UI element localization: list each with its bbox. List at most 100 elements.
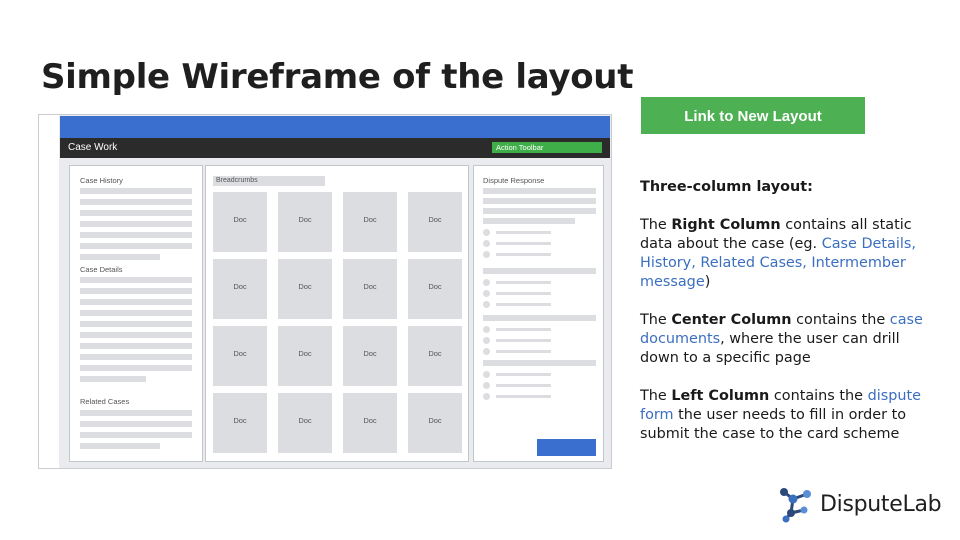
placeholder-line [80, 232, 192, 238]
placeholder-line [80, 321, 192, 327]
radio-placeholder [483, 371, 490, 378]
slide-title: Simple Wireframe of the layout [41, 57, 634, 97]
doc-label: Doc [298, 416, 312, 425]
doc-thumbnail: Doc [343, 326, 397, 386]
doc-label: Doc [233, 349, 247, 358]
placeholder-line [496, 242, 551, 245]
placeholder-line [496, 281, 551, 284]
doc-label: Doc [428, 416, 442, 425]
doc-thumbnail: Doc [343, 259, 397, 319]
right-column-description: The Right Column contains all static dat… [640, 216, 940, 292]
placeholder-line [496, 373, 551, 376]
placeholder-line [483, 218, 575, 224]
placeholder-line [496, 253, 551, 256]
dispute-form-link[interactable]: dispute form [640, 388, 921, 423]
placeholder-line [80, 188, 192, 194]
text: contains all static data about the case … [640, 217, 912, 252]
doc-thumbnail: Doc [408, 326, 462, 386]
doc-thumbnail: Doc [278, 192, 332, 252]
wireframe-right-panel: Dispute Response [473, 165, 604, 462]
left-column-description: The Left Column contains the dispute for… [640, 387, 940, 444]
radio-placeholder [483, 251, 490, 258]
placeholder-line [80, 410, 192, 416]
radio-placeholder [483, 326, 490, 333]
placeholder-line [80, 443, 160, 449]
radio-placeholder [483, 348, 490, 355]
text: The [640, 388, 672, 404]
placeholder-line [80, 310, 192, 316]
placeholder-line [80, 421, 192, 427]
logo-wordmark: DisputeLab [820, 492, 942, 517]
doc-label: Doc [428, 215, 442, 224]
placeholder-line [80, 254, 160, 260]
wireframe-top-bar [60, 116, 610, 138]
doc-label: Doc [233, 416, 247, 425]
placeholder-line [80, 243, 192, 249]
description-heading: Three-column layout: [640, 179, 813, 195]
placeholder-line [483, 208, 596, 214]
wireframe-mockup: Case Work Action Toolbar Case History Ca… [38, 114, 612, 469]
radio-placeholder [483, 393, 490, 400]
doc-label: Doc [363, 282, 377, 291]
text: The [640, 217, 672, 233]
link-to-new-layout-button[interactable]: Link to New Layout [641, 97, 865, 134]
text: the user needs to fill in order to submi… [640, 407, 907, 442]
disputelab-logo: DisputeLab [777, 485, 942, 525]
doc-thumbnail: Doc [278, 393, 332, 453]
doc-thumbnail: Doc [343, 192, 397, 252]
right-column-link[interactable]: Case Details, History, Related Cases, In… [640, 236, 916, 290]
related-cases-heading: Related Cases [80, 397, 130, 406]
center-column-description: The Center Column contains the case docu… [640, 311, 940, 368]
radio-placeholder [483, 301, 490, 308]
dispute-response-heading: Dispute Response [483, 176, 545, 185]
doc-label: Doc [233, 215, 247, 224]
doc-thumbnail: Doc [343, 393, 397, 453]
doc-thumbnail: Doc [408, 393, 462, 453]
doc-thumbnail: Doc [213, 326, 267, 386]
molecule-network-icon [780, 488, 811, 523]
placeholder-line [80, 332, 192, 338]
doc-label: Doc [298, 215, 312, 224]
placeholder-line [80, 365, 192, 371]
placeholder-line [80, 221, 192, 227]
case-documents-link[interactable]: case documents [640, 312, 923, 347]
text: , where the user can drill down to a spe… [640, 331, 900, 366]
placeholder-line [496, 231, 551, 234]
placeholder-line [80, 210, 192, 216]
radio-placeholder [483, 229, 490, 236]
breadcrumbs-placeholder: Breadcrumbs [213, 176, 325, 186]
radio-placeholder [483, 290, 490, 297]
center-column-label: Center Column [671, 312, 792, 328]
submit-button-placeholder [537, 439, 596, 456]
wireframe-header-title: Case Work [68, 142, 118, 153]
placeholder-line [80, 277, 192, 283]
doc-label: Doc [363, 215, 377, 224]
right-column-label: Right Column [671, 217, 781, 233]
placeholder-line [496, 384, 551, 387]
placeholder-line [496, 328, 551, 331]
case-details-heading: Case Details [80, 265, 123, 274]
doc-label: Doc [363, 416, 377, 425]
wireframe-left-panel: Case History Case Details Related Cases [69, 165, 203, 462]
wireframe-header: Case Work Action Toolbar [60, 138, 610, 158]
placeholder-line [483, 198, 596, 204]
radio-placeholder [483, 279, 490, 286]
doc-thumbnail: Doc [213, 393, 267, 453]
placeholder-line [80, 354, 192, 360]
placeholder-line [483, 360, 596, 366]
placeholder-line [80, 376, 146, 382]
radio-placeholder [483, 382, 490, 389]
doc-thumbnail: Doc [213, 259, 267, 319]
placeholder-line [483, 188, 596, 194]
wireframe-center-panel: Breadcrumbs Doc Doc Doc Doc Doc Doc Doc … [205, 165, 469, 462]
text: The [640, 312, 672, 328]
doc-label: Doc [298, 282, 312, 291]
doc-label: Doc [428, 282, 442, 291]
case-history-heading: Case History [80, 176, 123, 185]
action-toolbar-button: Action Toolbar [492, 142, 602, 153]
radio-placeholder [483, 337, 490, 344]
doc-label: Doc [233, 282, 247, 291]
left-column-label: Left Column [671, 388, 770, 404]
doc-thumbnail: Doc [213, 192, 267, 252]
doc-thumbnail: Doc [278, 326, 332, 386]
